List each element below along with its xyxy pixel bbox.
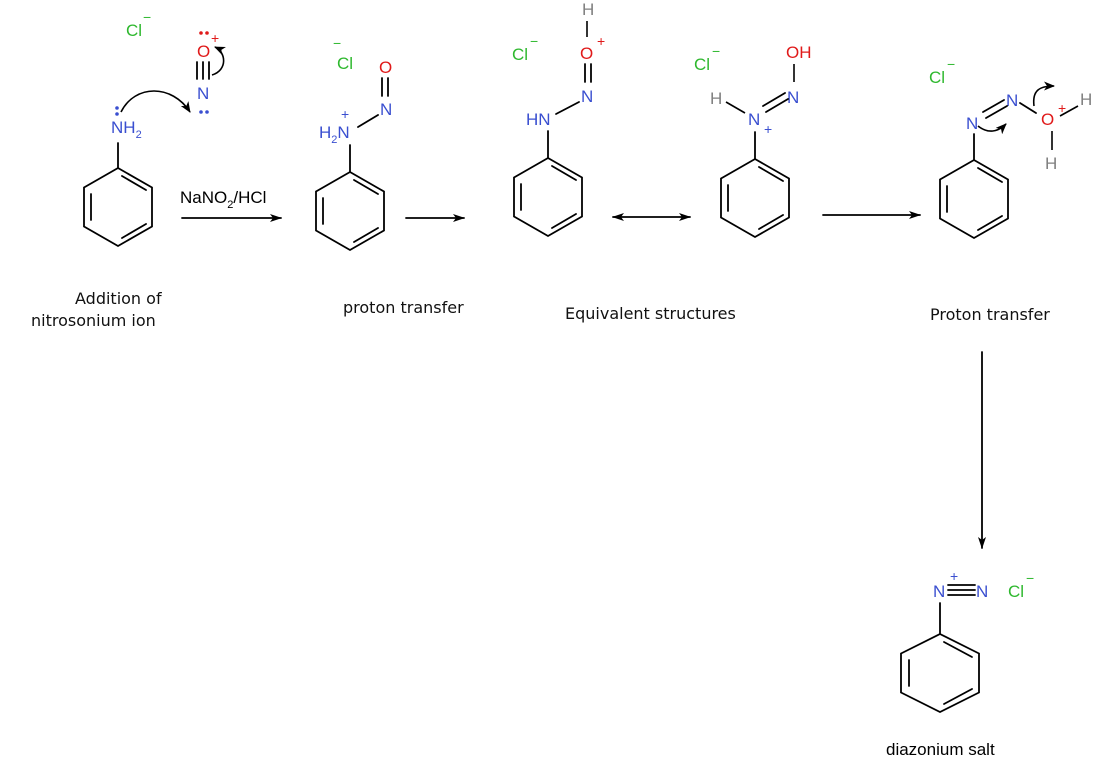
cl-label: Cl <box>512 45 528 64</box>
structure-protonated-diazohydroxide: Cl − N N O + H H Proton transfer <box>929 56 1092 324</box>
step-caption: Equivalent structures <box>565 304 736 323</box>
step-caption: diazonium salt <box>886 740 995 759</box>
nitrogen-atom: N <box>976 582 988 601</box>
benzene-ring <box>720 157 790 239</box>
step-caption: nitrosonium ion <box>31 311 156 330</box>
hydrogen-atom: H <box>582 0 594 19</box>
positive-charge: + <box>597 33 605 49</box>
nitrogen-atom: N <box>581 87 593 106</box>
nitrosonium-ion: O + N <box>196 30 226 114</box>
cl-charge: − <box>712 43 720 59</box>
positive-charge: + <box>341 106 349 122</box>
structure-resonance-form: Cl − OH N H N + <box>694 43 812 239</box>
step-caption: Addition of <box>75 289 162 308</box>
lone-pair-dot <box>205 110 209 114</box>
oxygen-atom: O <box>580 44 593 63</box>
structure-protonated-nitrosamine: Cl − H O + N HN <box>512 0 605 238</box>
benzene-ring <box>315 170 385 252</box>
nitrogen-atom: N <box>787 88 799 107</box>
structure-n-nitrosammonium: − Cl O N + H2N proton transfer <box>315 35 464 317</box>
lone-pair-dot <box>199 31 203 35</box>
cl-label: Cl <box>1008 582 1024 601</box>
benzene-ring <box>83 166 153 248</box>
nh-group: HN <box>526 110 551 129</box>
cl-charge: − <box>143 9 151 25</box>
nitrogen-atom: N <box>748 110 760 129</box>
cl-charge: − <box>947 56 955 72</box>
hydrogen-atom: H <box>1080 90 1092 109</box>
oxygen-atom: O <box>379 58 392 77</box>
positive-charge: + <box>764 121 772 137</box>
hydrogen-atom: H <box>710 89 722 108</box>
cl-charge: − <box>1026 570 1034 586</box>
cl-label: Cl <box>694 55 710 74</box>
lone-pair-dot <box>199 110 203 114</box>
oxygen-atom: O <box>1041 110 1054 129</box>
cl-label: Cl <box>929 68 945 87</box>
nitrogen-atom: N <box>933 582 945 601</box>
lone-pair-dot <box>205 31 209 35</box>
benzene-ring <box>513 156 583 238</box>
lone-pair-dot <box>115 106 119 110</box>
hydrogen-atom: H <box>1045 154 1057 173</box>
reagent-label: NaNO2/HCl <box>180 188 266 211</box>
amine-group: NH2 <box>111 118 142 141</box>
cl-charge: − <box>333 35 341 51</box>
oxygen-atom: O <box>197 42 210 61</box>
step-caption: Proton transfer <box>930 305 1050 324</box>
cl-label: Cl <box>337 54 353 73</box>
reaction-arrow-1: NaNO2/HCl <box>180 188 282 222</box>
positive-charge: + <box>950 568 958 584</box>
curved-electron-arrow <box>211 46 226 76</box>
curved-electron-arrow <box>1032 81 1055 107</box>
ammonium-group: H2N <box>319 123 350 146</box>
benzene-ring <box>900 632 980 714</box>
cl-label: Cl <box>126 21 142 40</box>
cl-charge: − <box>530 33 538 49</box>
step-caption: proton transfer <box>343 298 464 317</box>
counter-ion-cl: Cl − <box>126 9 151 40</box>
lone-pair-dot <box>115 112 119 116</box>
nitrogen-atom: N <box>197 84 209 103</box>
benzene-ring <box>939 158 1009 240</box>
curved-electron-arrow <box>120 90 191 113</box>
structure-diazonium: N + N Cl − diazonium salt <box>886 568 1034 759</box>
hydroxyl-group: OH <box>786 43 812 62</box>
curved-electron-arrow <box>977 123 1007 135</box>
positive-charge: + <box>211 30 219 46</box>
nitrogen-atom: N <box>966 114 978 133</box>
nitrogen-atom: N <box>380 100 392 119</box>
positive-charge: + <box>1058 100 1066 116</box>
structure-aniline: Cl − O + N NH2 Addition of <box>31 9 226 330</box>
nitrogen-atom: N <box>1006 91 1018 110</box>
